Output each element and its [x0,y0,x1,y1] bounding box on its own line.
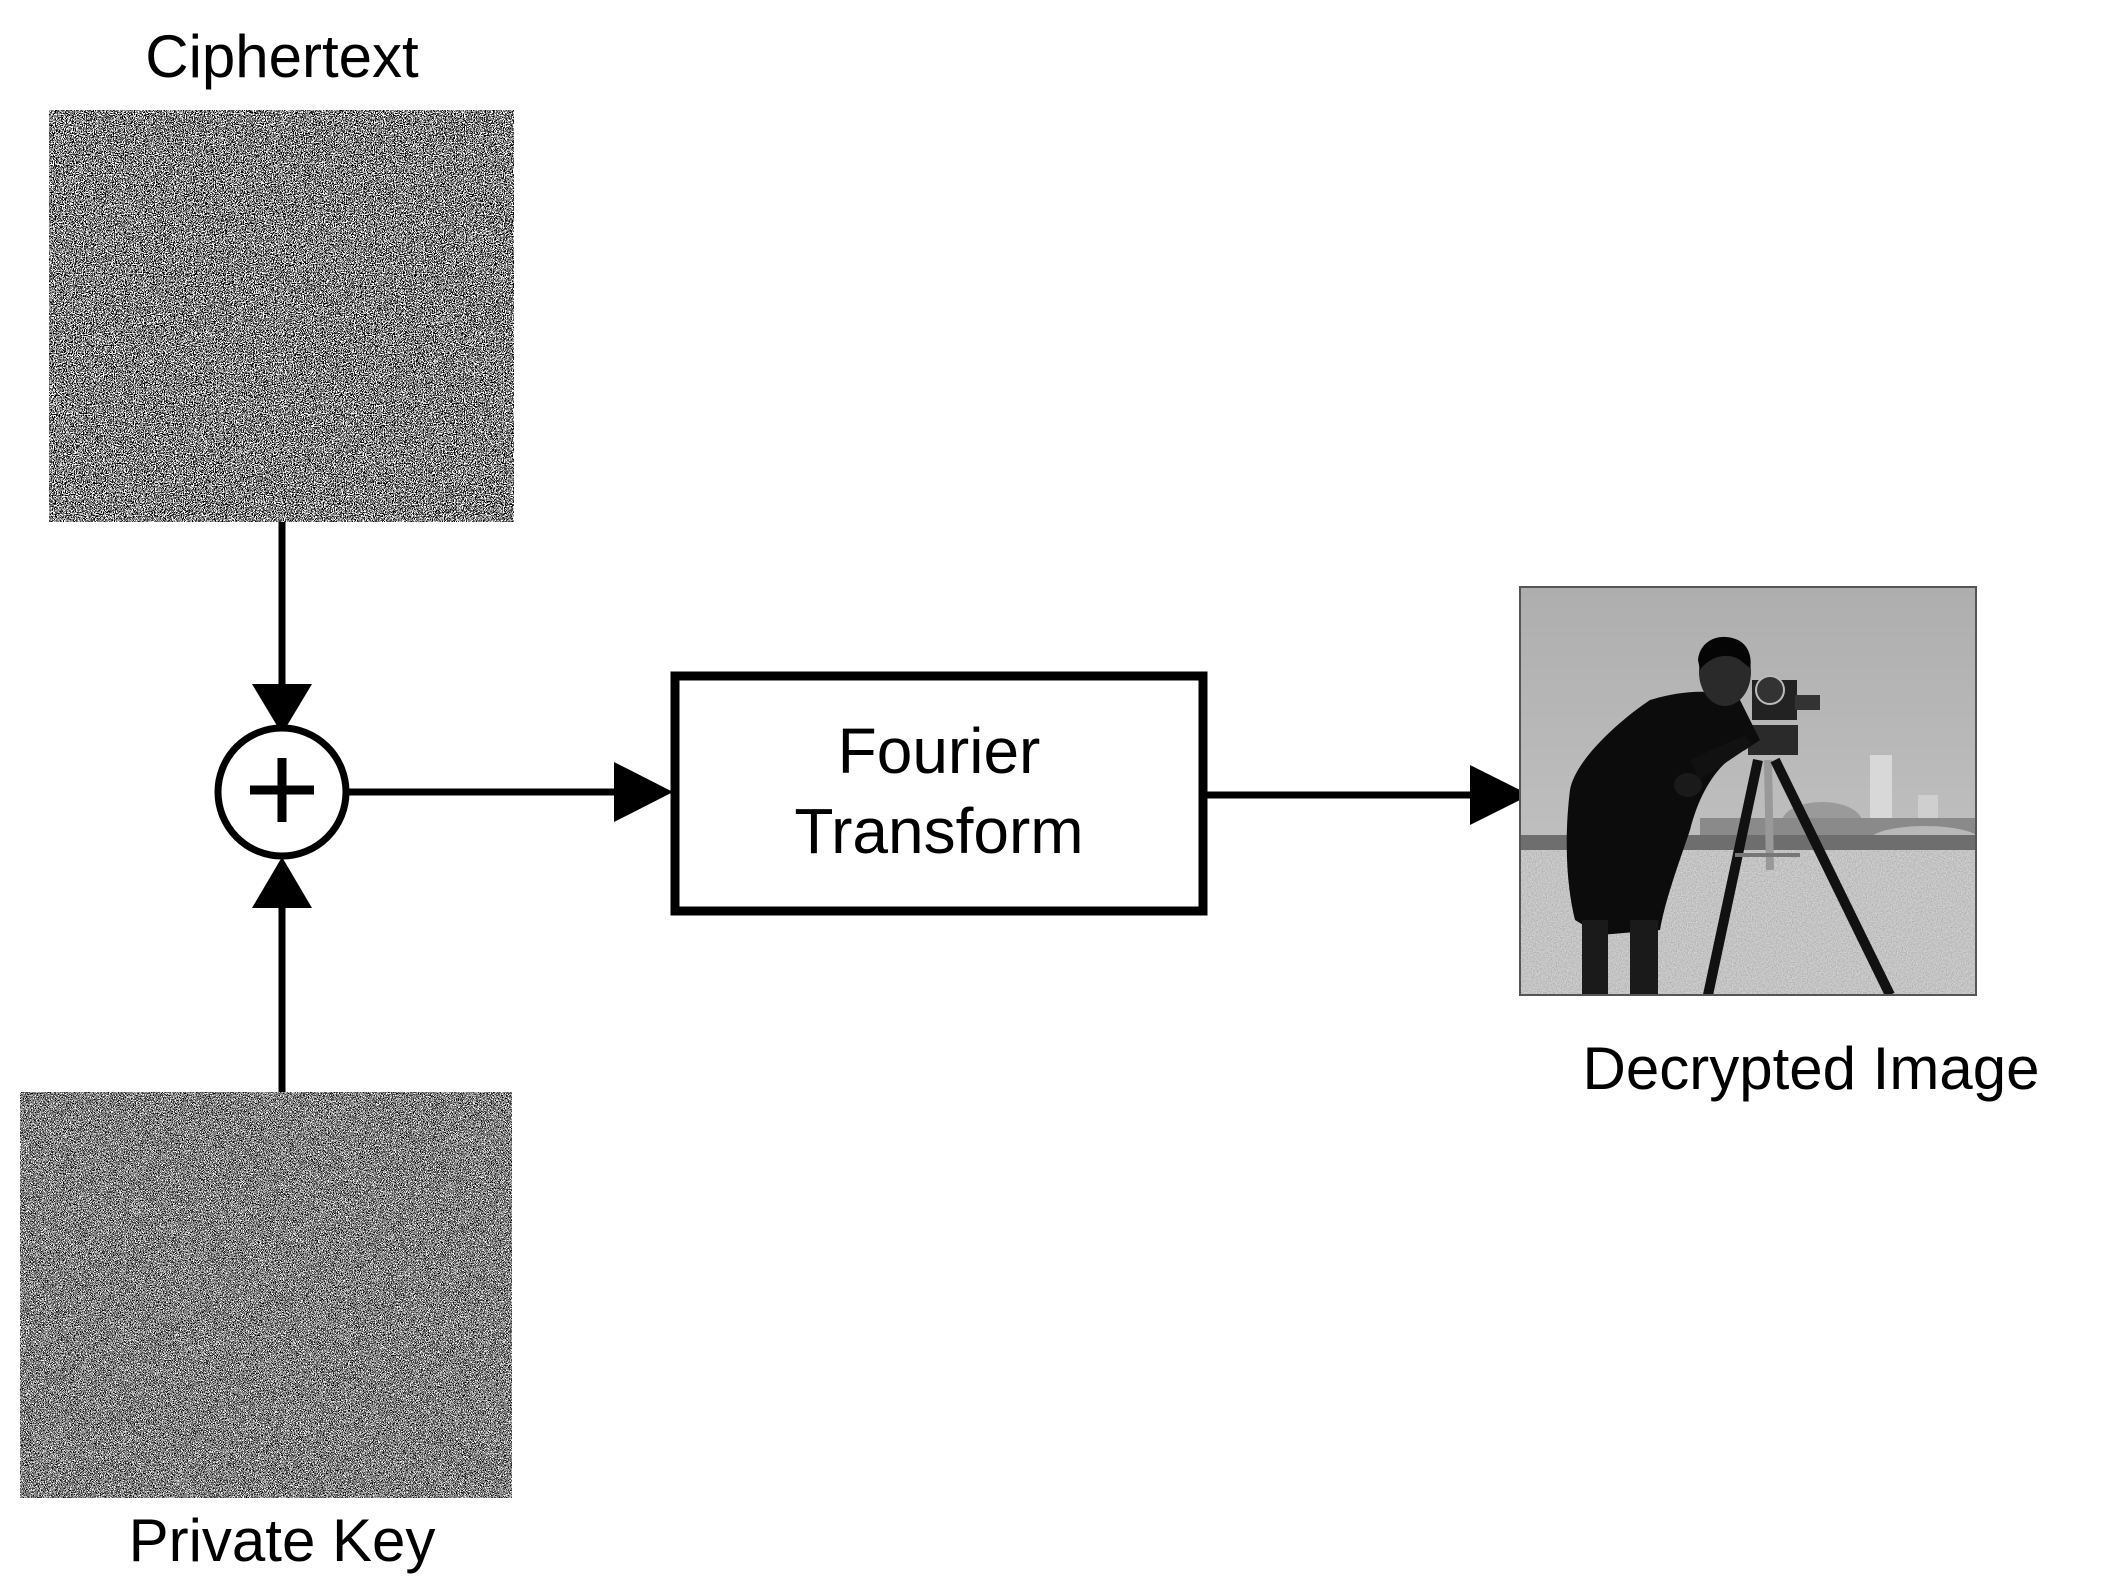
ciphertext-image [49,110,514,522]
arrowhead-right-1 [614,762,673,822]
fourier-transform-block [670,671,1208,916]
arrowhead-right-2 [1470,765,1530,825]
block-label-line2: Transform [794,795,1083,867]
private-key-label: Private Key [129,1507,436,1574]
arrowhead-up [252,857,312,908]
block-label-line1: Fourier [838,715,1041,787]
private-key-image [20,1092,512,1498]
adder-node [214,724,350,860]
arrowhead-down [252,684,312,734]
decrypted-image [1520,587,1976,995]
ciphertext-label: Ciphertext [145,23,419,90]
decrypted-image-label: Decrypted Image [1583,1035,2040,1102]
decrypted-image-border [1519,586,1977,996]
